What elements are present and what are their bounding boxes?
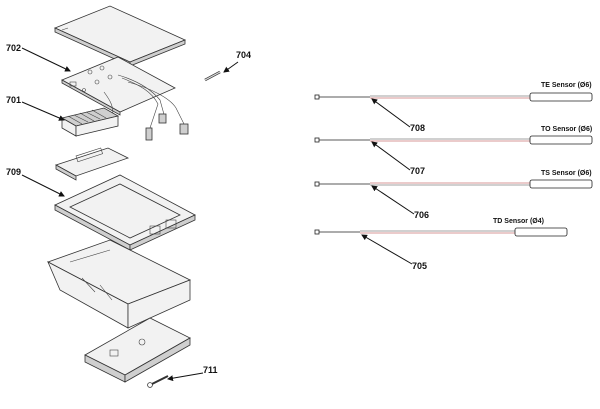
leader-708 (371, 98, 411, 128)
leader-702 (21, 47, 71, 72)
callout-702: 702 (6, 43, 21, 53)
callout-706: 706 (414, 210, 429, 220)
fuse-part (204, 70, 221, 82)
sensor-label-td: TD Sensor (Ø4) (493, 218, 544, 225)
top-cover-plate (53, 5, 187, 67)
callout-711: 711 (203, 365, 218, 375)
callout-709: 709 (6, 167, 21, 177)
module-board (54, 147, 130, 181)
lower-chassis (47, 239, 191, 329)
leader-709 (21, 174, 65, 197)
callout-705: 705 (412, 261, 427, 271)
heat-sink (60, 107, 120, 137)
callout-707: 707 (410, 166, 425, 176)
ts-sensor (314, 179, 593, 189)
leader-704 (223, 61, 239, 73)
control-pcb (61, 56, 189, 141)
bottom-bracket (84, 317, 191, 383)
base-frame (54, 174, 196, 251)
callout-701: 701 (6, 95, 21, 105)
leader-701 (21, 101, 65, 121)
sensor-label-ts: TS Sensor (Ø6) (541, 170, 592, 177)
screw-part (147, 375, 169, 388)
sensor-label-to: TO Sensor (Ø6) (541, 126, 592, 133)
leader-706 (371, 185, 415, 215)
leader-711 (167, 372, 204, 382)
te-sensor (314, 92, 593, 102)
callout-704: 704 (236, 50, 251, 60)
td-sensor (314, 227, 568, 237)
callout-708: 708 (410, 123, 425, 133)
leader-707 (371, 141, 411, 171)
leader-705 (361, 234, 413, 265)
sensor-label-te: TE Sensor (Ø6) (541, 82, 592, 89)
to-sensor (314, 135, 593, 145)
